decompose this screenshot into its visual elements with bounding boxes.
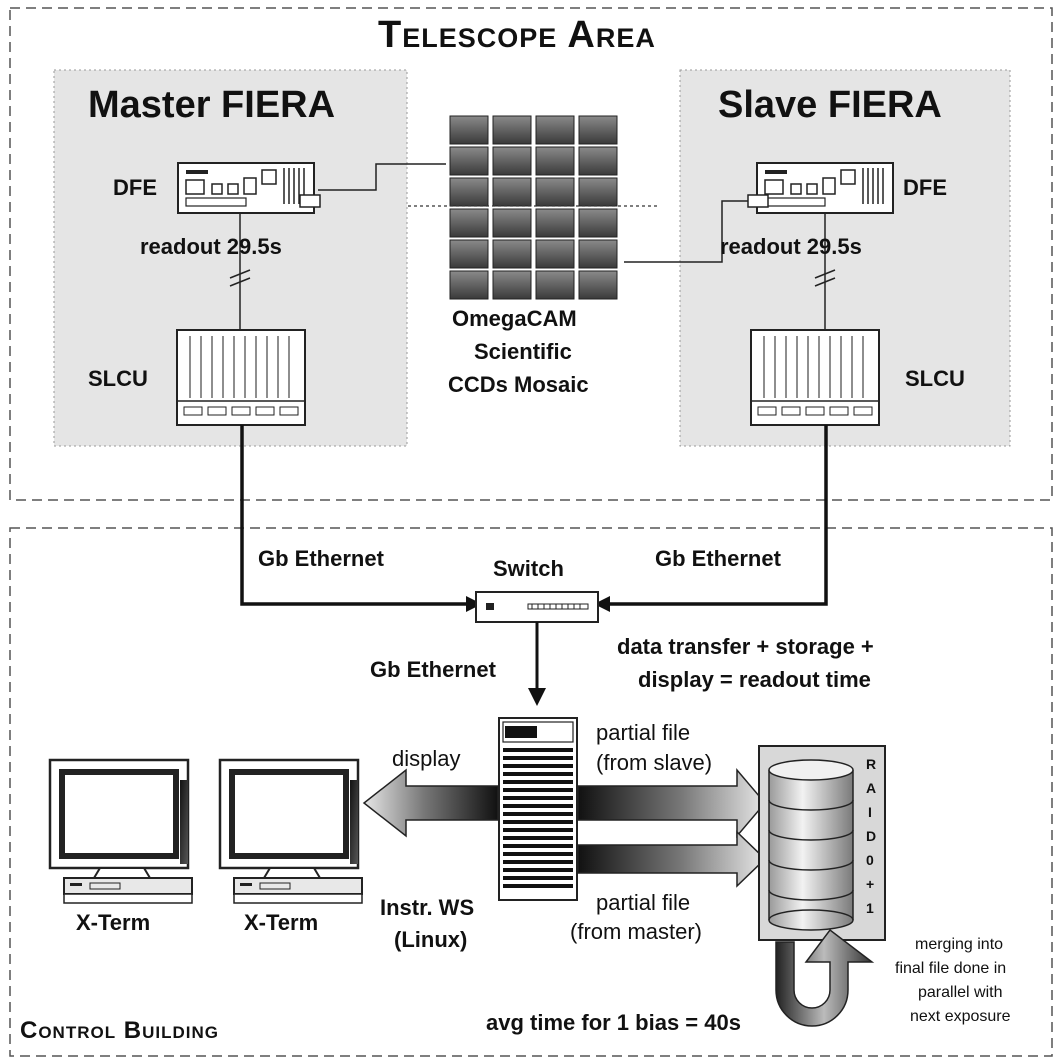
raid-letter-0: 0 xyxy=(866,852,874,868)
merge-note-line-3: parallel with xyxy=(918,984,1003,1001)
master-readout-line xyxy=(229,213,251,330)
slave-dfe-label: DFE xyxy=(903,175,947,200)
partial-file-master-arrow xyxy=(577,830,767,888)
partial-master-line-1: partial file xyxy=(596,890,691,915)
merge-note-line-2: final file done in xyxy=(895,960,1007,977)
switch-icon xyxy=(475,591,599,623)
slave-fiera-title: Slave FIERA xyxy=(718,84,942,126)
raid-letter-1: 1 xyxy=(866,900,874,916)
master-ethernet-line xyxy=(240,425,470,606)
raid-letter-r: R xyxy=(866,756,877,772)
master-slcu-rack-icon xyxy=(176,329,306,426)
xterm-1-icon xyxy=(48,758,193,904)
master-dfe-board-icon xyxy=(177,162,321,214)
switch-to-ws-arrowhead xyxy=(528,688,546,706)
master-ethernet-arrowhead xyxy=(466,596,482,612)
mosaic-caption-line-2: Scientific xyxy=(474,339,572,364)
instrument-ws-icon xyxy=(498,717,578,901)
raid-letter-plus: + xyxy=(866,876,875,892)
slave-slcu-label: SLCU xyxy=(905,366,965,391)
ws-label-line-1: Instr. WS xyxy=(380,895,475,920)
telescope-area-frame xyxy=(9,7,1053,501)
slave-slcu-rack-icon xyxy=(750,329,880,426)
raid-storage-icon xyxy=(758,745,886,941)
display-label: display xyxy=(392,746,461,771)
master-slcu-label: SLCU xyxy=(88,366,148,391)
ws-label-line-2: (Linux) xyxy=(394,927,468,952)
ccd-mosaic-icon xyxy=(408,115,660,300)
telescope-area-title: Telescope Area xyxy=(378,14,656,56)
partial-slave-line-1: partial file xyxy=(596,720,691,745)
merge-note-line-1: merging into xyxy=(915,936,1004,953)
raid-letter-d: D xyxy=(866,828,877,844)
transfer-note-line-2: display = readout time xyxy=(638,667,871,692)
slave-dfe-board-icon xyxy=(747,162,894,214)
ethernet-down-label: Gb Ethernet xyxy=(370,657,496,682)
slave-ethernet-arrowhead xyxy=(594,596,610,612)
mosaic-caption-line-1: OmegaCAM xyxy=(452,306,577,331)
xterm-2-label: X-Term xyxy=(244,910,319,935)
master-readout-label: readout 29.5s xyxy=(140,234,282,259)
display-arrow xyxy=(362,768,499,838)
slave-readout-label: readout 29.5s xyxy=(720,234,862,259)
partial-slave-line-2: (from slave) xyxy=(596,750,713,775)
xterm-1-label: X-Term xyxy=(76,910,151,935)
master-dfe-label: DFE xyxy=(113,175,157,200)
master-dfe-to-mosaic-line xyxy=(318,163,446,191)
control-building-title: Control Building xyxy=(20,1017,219,1044)
merge-note-line-4: next exposure xyxy=(910,1008,1011,1025)
switch-label: Switch xyxy=(493,556,564,581)
slave-readout-line xyxy=(814,213,836,330)
ethernet-right-label: Gb Ethernet xyxy=(655,546,781,571)
raid-letter-i: I xyxy=(868,804,872,820)
control-building-frame xyxy=(9,527,1053,1057)
master-fiera-title: Master FIERA xyxy=(88,84,336,126)
ethernet-left-label: Gb Ethernet xyxy=(258,546,384,571)
merge-u-arrow xyxy=(775,928,875,1027)
xterm-2-icon xyxy=(218,758,363,904)
transfer-note-line-1: data transfer + storage + xyxy=(617,634,874,659)
raid-letter-a: A xyxy=(866,780,877,796)
bias-time-note: avg time for 1 bias = 40s xyxy=(486,1010,741,1035)
partial-file-slave-arrow xyxy=(577,767,766,839)
slave-ethernet-line xyxy=(606,425,828,606)
mosaic-caption-line-3: CCDs Mosaic xyxy=(448,372,589,397)
partial-master-line-2: (from master) xyxy=(570,919,702,944)
slave-dfe-to-mosaic-line xyxy=(624,200,748,263)
